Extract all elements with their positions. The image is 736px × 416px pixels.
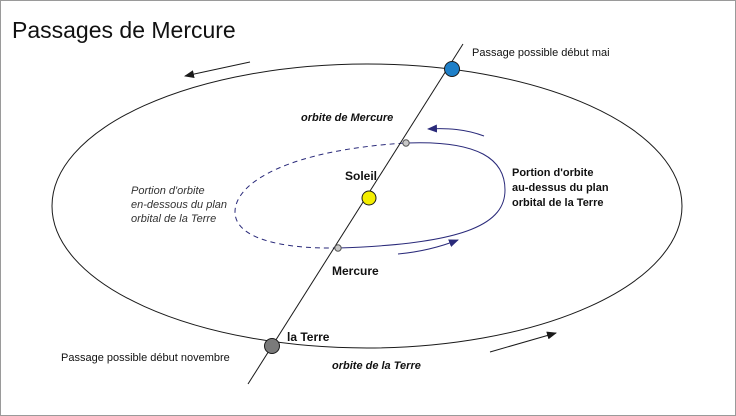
page-title: Passages de Mercure — [12, 17, 236, 43]
above-plane-label-line1: Portion d'orbite — [512, 167, 593, 179]
passage-november-label: Passage possible début novembre — [61, 352, 230, 364]
above-plane-label-line2: au-dessus du plan — [512, 182, 609, 194]
mercury-orbit-arrow-top — [427, 124, 485, 137]
mercury-node-lower — [334, 244, 342, 252]
below-plane-label-line1: Portion d'orbite — [131, 185, 205, 197]
above-plane-label-line3: orbital de la Terre — [512, 197, 604, 209]
earth — [264, 338, 280, 354]
sun-label: Soleil — [345, 169, 377, 183]
mercury-orbit-label: orbite de Mercure — [301, 112, 393, 124]
mercury-orbit-below — [234, 142, 407, 249]
line-of-nodes — [247, 43, 464, 385]
earth-orbit-arrow-top — [184, 61, 251, 79]
below-plane-label-line2: en-dessous du plan — [131, 199, 227, 211]
mercury-label: Mercure — [332, 264, 379, 278]
earth-label: la Terre — [287, 330, 330, 344]
earth-orbit-label: orbite de la Terre — [332, 360, 421, 372]
sun — [361, 190, 377, 206]
below-plane-label-line3: orbital de la Terre — [131, 213, 216, 225]
passage-may-label: Passage possible début mai — [472, 47, 610, 59]
mercury-orbit-arrow-bottom — [397, 239, 459, 255]
earth-orbit — [51, 63, 683, 349]
earth-orbit-arrow-bottom — [489, 331, 557, 353]
mercury-orbit-above — [337, 142, 506, 249]
mercury-node-upper — [402, 139, 410, 147]
passage-may-marker — [444, 61, 460, 77]
